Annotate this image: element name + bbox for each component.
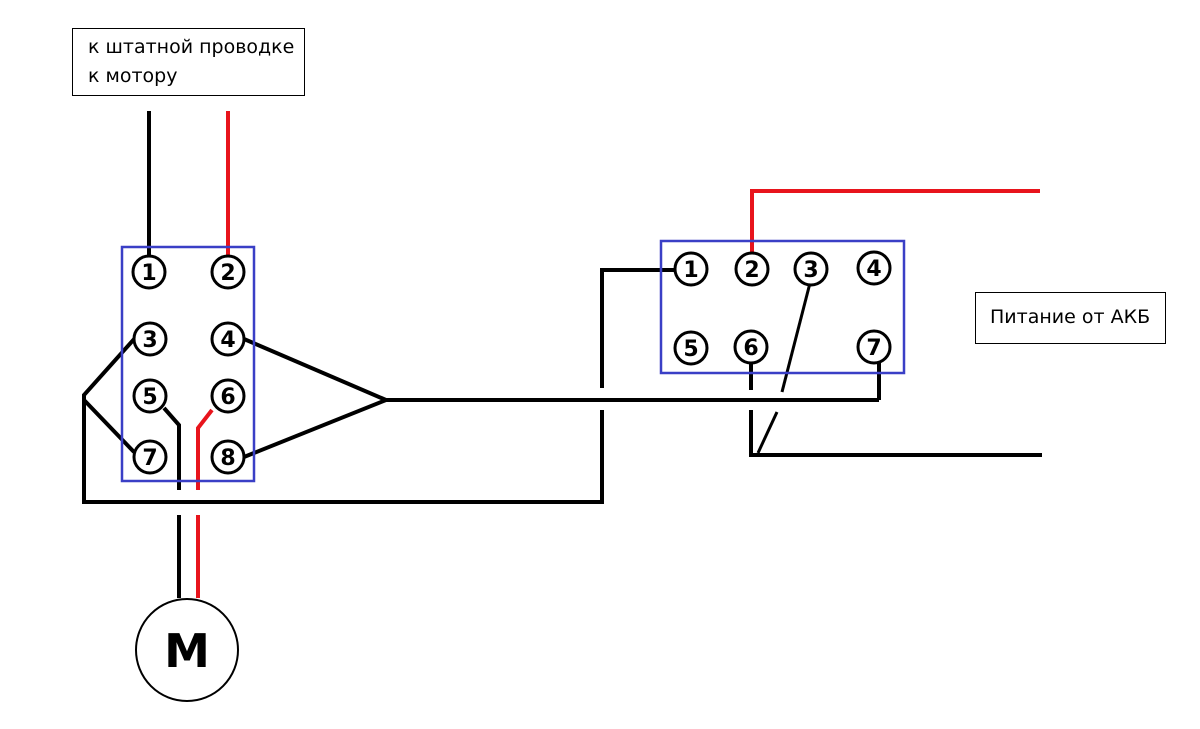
- wire-left-pin3-bus: [82, 335, 604, 504]
- left-pin-1-label: 1: [141, 261, 156, 286]
- right-relay-pin-3: 3: [793, 251, 829, 287]
- wire-right-pin6-ground: [749, 410, 1042, 457]
- wire-left-pin7-bus: [82, 398, 136, 454]
- wire-red-battery-to-right-pin2: [750, 189, 1040, 255]
- left-pin-7-label: 7: [142, 446, 157, 471]
- wire-right-pin3-ground-lower: [756, 411, 779, 454]
- right-pin-4-label: 4: [866, 257, 881, 282]
- right-relay-pin-7: 7: [856, 329, 892, 365]
- wiring-label-box: к штатной проводке к мотору: [72, 28, 305, 96]
- wiring-label-line2: к мотору: [88, 65, 178, 87]
- wire-left-pin4-junction: [243, 337, 387, 402]
- left-relay-pin-8: 8: [210, 439, 246, 475]
- wire-left-pin6-motor: [196, 408, 214, 490]
- right-pin-5-label: 5: [683, 337, 698, 362]
- left-relay-pin-2: 2: [210, 254, 246, 290]
- right-pin-3-label: 3: [803, 258, 818, 283]
- right-pin-6-label: 6: [743, 336, 758, 361]
- battery-power-label: Питание от АКБ: [990, 306, 1151, 328]
- right-relay-frame: [659, 239, 906, 375]
- left-pin-8-label: 8: [220, 446, 235, 471]
- left-relay-pin-5: 5: [132, 378, 168, 414]
- right-relay-pin-6: 6: [733, 329, 769, 365]
- right-relay-pins: 1 2 3 4 5 6 7: [673, 250, 892, 366]
- left-relay-wires: [82, 111, 879, 598]
- right-relay-wires: [600, 189, 1042, 457]
- left-relay-pin-7: 7: [132, 439, 168, 475]
- right-relay-pin-2: 2: [734, 251, 770, 287]
- right-pin-7-label: 7: [866, 336, 881, 361]
- left-relay-frame: [120, 245, 256, 483]
- wiring-label-line1: к штатной проводке: [88, 36, 295, 58]
- right-relay-pin-1: 1: [673, 251, 709, 287]
- left-relay-pin-6: 6: [210, 378, 246, 414]
- left-pin-4-label: 4: [220, 328, 235, 353]
- left-pin-5-label: 5: [142, 385, 157, 410]
- right-relay-pin-4: 4: [856, 250, 892, 286]
- right-relay-pin-5: 5: [673, 330, 709, 366]
- left-relay-pin-1: 1: [131, 254, 167, 290]
- left-pin-6-label: 6: [220, 385, 235, 410]
- motor-label: M: [164, 624, 210, 678]
- wire-left-pin5-motor: [162, 406, 181, 490]
- right-pin-2-label: 2: [744, 258, 759, 283]
- left-pin-3-label: 3: [142, 328, 157, 353]
- battery-power-label-box: Питание от АКБ: [975, 292, 1166, 344]
- right-pin-1-label: 1: [683, 258, 698, 283]
- wire-right-pin3-ground: [780, 282, 812, 393]
- left-relay-pin-4: 4: [210, 321, 246, 357]
- left-pin-2-label: 2: [220, 261, 235, 286]
- left-relay-pins: 1 2 3 4 5 6 7 8: [131, 254, 246, 475]
- motor-symbol: M: [135, 598, 239, 702]
- left-relay-pin-3: 3: [132, 321, 168, 357]
- wire-left-pin8-junction: [243, 398, 387, 459]
- wire-right-pin1-bus: [600, 268, 675, 388]
